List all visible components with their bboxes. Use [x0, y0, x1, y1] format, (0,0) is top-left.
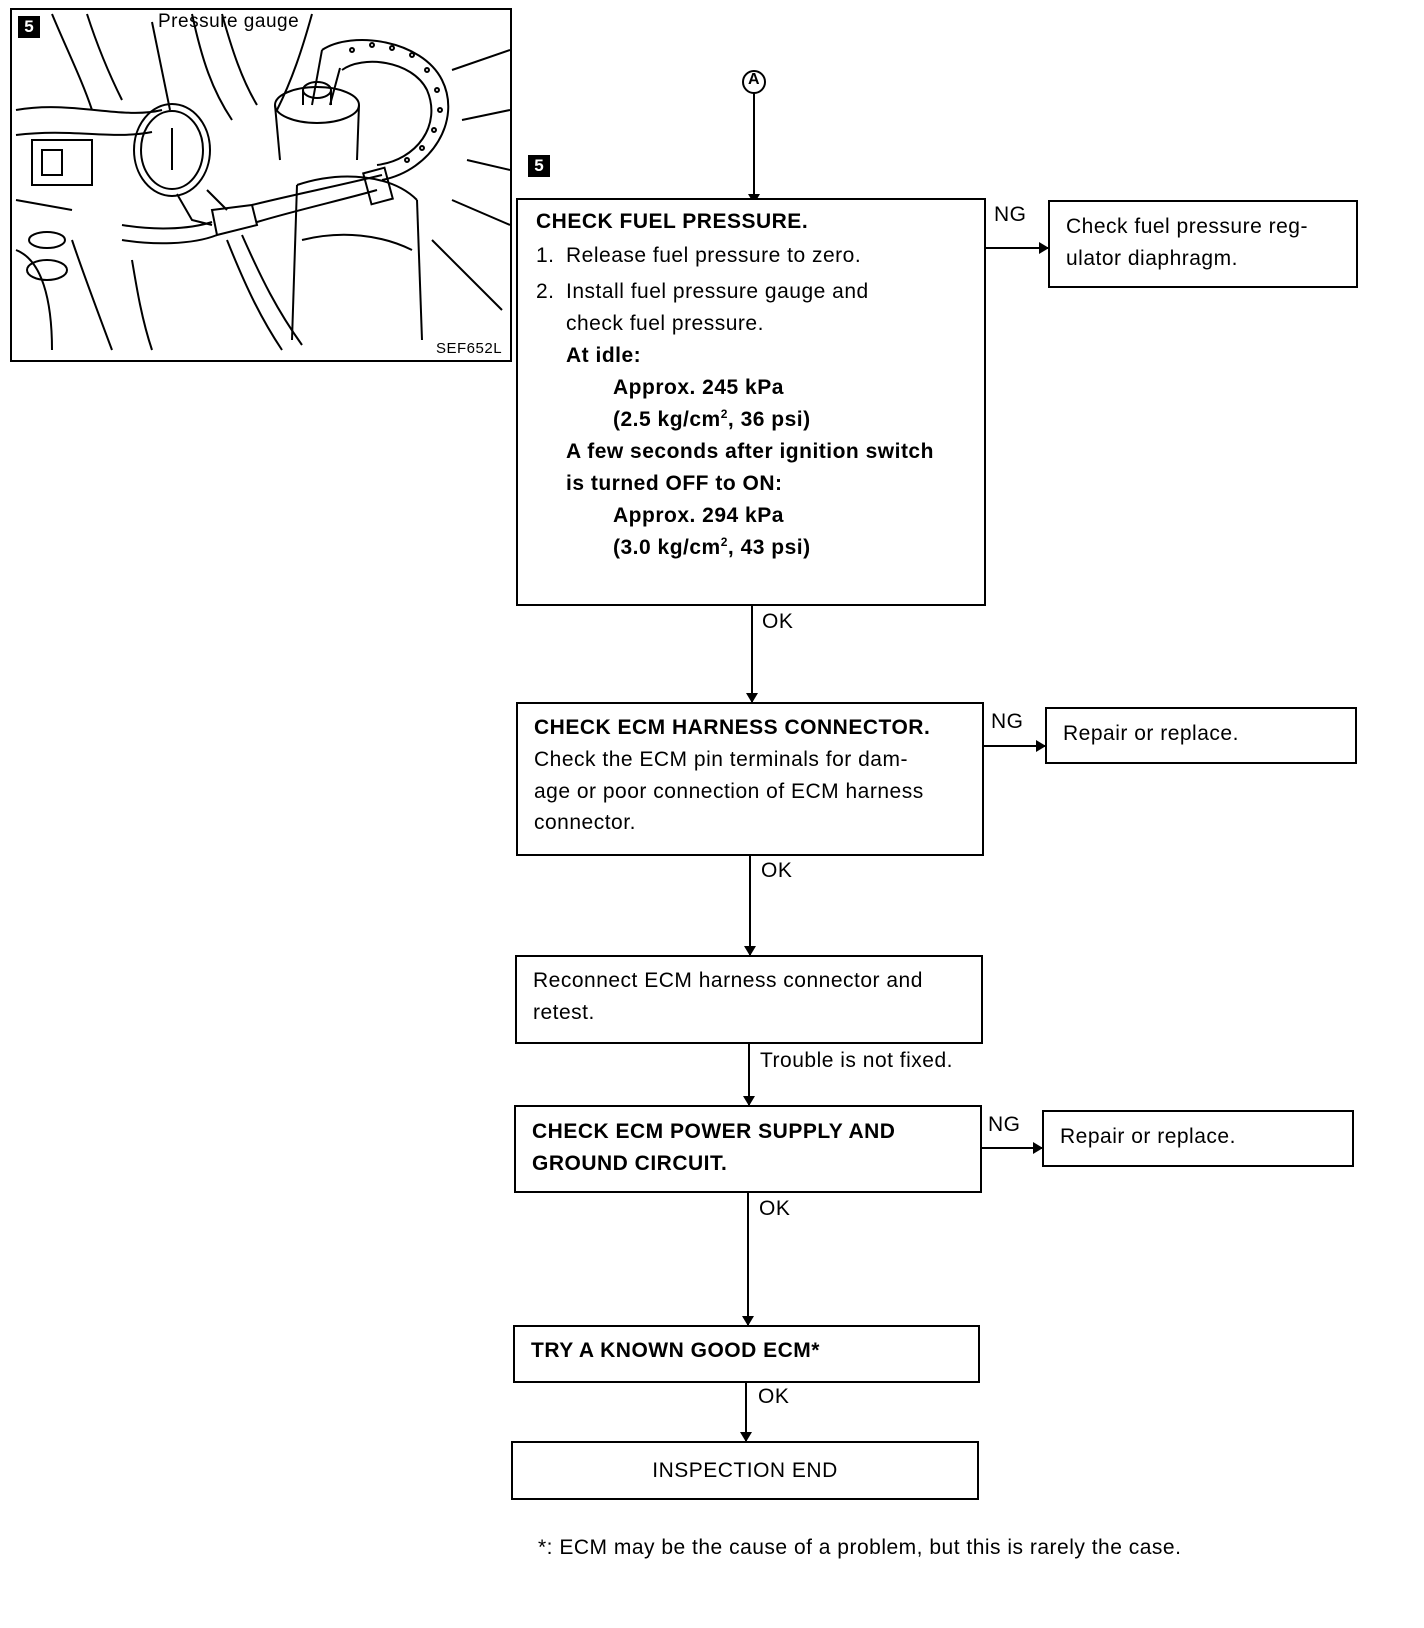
reconnect-line1: Reconnect ECM harness connector and — [533, 969, 923, 992]
check-power-supply-box: CHECK ECM POWER SUPPLY AND GROUND CIRCUI… — [514, 1105, 982, 1193]
after-ignition-line2: is turned OFF to ON: — [566, 472, 783, 495]
try-known-good-ecm-box: TRY A KNOWN GOOD ECM* — [513, 1325, 980, 1383]
engine-illustration: 5 Pressure gauge SEF652L — [10, 8, 512, 362]
check-power-supply-line1: CHECK ECM POWER SUPPLY AND — [532, 1120, 896, 1143]
check-fuel-pressure-title: CHECK FUEL PRESSURE. — [536, 210, 809, 233]
check-ecm-connector-line1: Check the ECM pin terminals for dam- — [534, 748, 908, 771]
idle-pressure-value: Approx. 245 kPa — [613, 376, 784, 399]
reconnect-box: Reconnect ECM harness connector and rete… — [515, 955, 983, 1044]
figure-step-marker: 5 — [18, 16, 40, 38]
step2-number: 2. — [536, 280, 555, 303]
step1-text: Release fuel pressure to zero. — [566, 244, 862, 267]
inspection-end-text: INSPECTION END — [652, 1459, 838, 1482]
step2-line2: check fuel pressure. — [566, 312, 764, 335]
check-ecm-connector-line3: connector. — [534, 811, 636, 834]
step2-line1: Install fuel pressure gauge and — [566, 280, 869, 303]
check-ecm-connector-box: CHECK ECM HARNESS CONNECTOR. Check the E… — [516, 702, 984, 856]
connector-a-label: A — [748, 71, 761, 88]
at-idle-label: At idle: — [566, 344, 642, 367]
check-regulator-box: Check fuel pressure reg- ulator diaphrag… — [1048, 200, 1358, 288]
check-ecm-connector-title: CHECK ECM HARNESS CONNECTOR. — [534, 716, 931, 739]
ng1-label: NG — [994, 203, 1027, 226]
after-ignition-line1: A few seconds after ignition switch — [566, 440, 934, 463]
ng3-label: NG — [988, 1113, 1021, 1136]
check-regulator-line1: Check fuel pressure reg- — [1066, 215, 1308, 238]
repair-replace-box-1: Repair or replace. — [1045, 707, 1357, 764]
figure-code: SEF652L — [436, 340, 503, 357]
repair-replace-text-1: Repair or replace. — [1063, 722, 1239, 745]
ok3-label: OK — [759, 1197, 791, 1220]
inspection-end-box: INSPECTION END — [511, 1441, 979, 1500]
check-regulator-line2: ulator diaphragm. — [1066, 247, 1238, 270]
repair-replace-text-2: Repair or replace. — [1060, 1125, 1236, 1148]
trouble-not-fixed-label: Trouble is not fixed. — [760, 1049, 953, 1072]
footnote: *: ECM may be the cause of a problem, bu… — [538, 1536, 1182, 1559]
check-power-supply-line2: GROUND CIRCUIT. — [532, 1152, 728, 1175]
on-pressure-alt: (3.0 kg/cm2, 43 psi) — [613, 535, 811, 559]
repair-replace-box-2: Repair or replace. — [1042, 1110, 1354, 1167]
ok1-label: OK — [762, 610, 794, 633]
idle-pressure-alt: (2.5 kg/cm2, 36 psi) — [613, 407, 811, 431]
try-known-good-ecm-text: TRY A KNOWN GOOD ECM* — [531, 1339, 820, 1362]
ok2-label: OK — [761, 859, 793, 882]
step1-number: 1. — [536, 244, 555, 267]
fuel-pressure-gauge-drawing — [15, 13, 510, 351]
pressure-gauge-label: Pressure gauge — [158, 11, 300, 32]
check-fuel-pressure-box: CHECK FUEL PRESSURE. 1. Release fuel pre… — [516, 198, 986, 606]
reconnect-line2: retest. — [533, 1001, 595, 1024]
step-marker: 5 — [528, 155, 550, 177]
ok4-label: OK — [758, 1385, 790, 1408]
check-ecm-connector-line2: age or poor connection of ECM harness — [534, 780, 924, 803]
ng2-label: NG — [991, 710, 1024, 733]
on-pressure-value: Approx. 294 kPa — [613, 504, 784, 527]
